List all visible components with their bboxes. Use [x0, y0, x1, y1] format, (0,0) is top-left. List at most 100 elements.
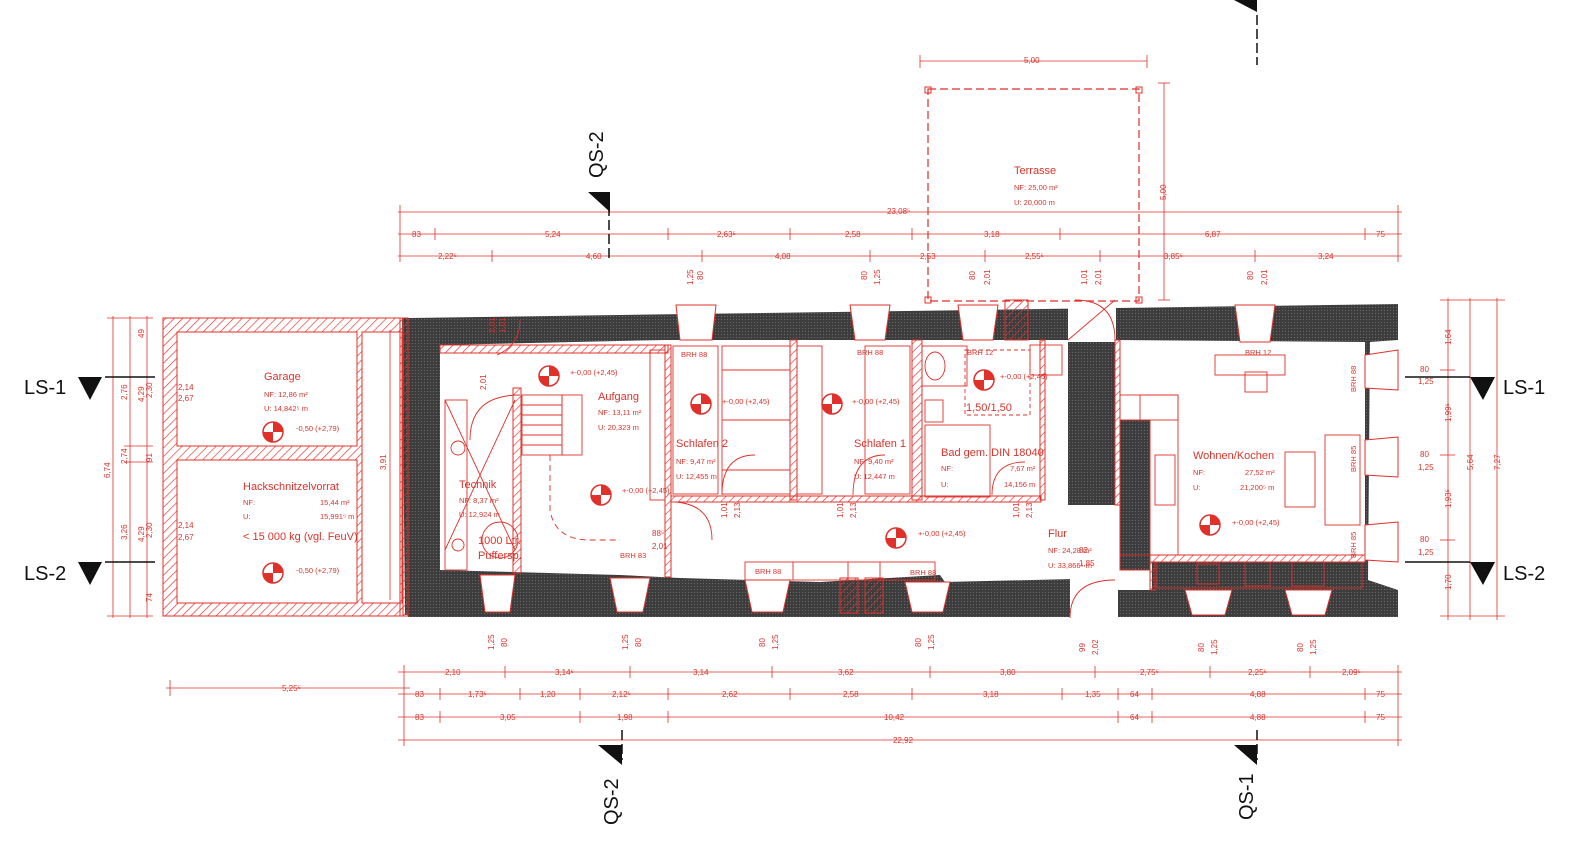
dim-bottom: 2,75⁵ [1140, 668, 1159, 677]
dim-right: 1,64 [1444, 329, 1453, 345]
dim-top: 2,63⁵ [717, 230, 736, 239]
dim-window: 80 [968, 271, 977, 280]
room-bad-nf: 7,67 m² [1010, 464, 1036, 473]
room-wohnen-u-label: U: [1193, 483, 1201, 492]
room-garage-u: U: 14,842⁵ m [264, 404, 308, 413]
dim-misc: 88⁵ [652, 529, 664, 538]
room-technik-tank1: 1000 Ltr. [478, 535, 521, 547]
room-bad-nf-label: NF: [941, 464, 953, 473]
dim-window: 1,25 [1309, 639, 1318, 655]
dim-window: 1,01 [1080, 269, 1089, 285]
dim-bottom: 3,80 [1000, 668, 1016, 677]
interior-partitions [439, 299, 1366, 614]
dim-bottom: 1,98 [617, 713, 633, 722]
dim-bottom: 4,88 [1250, 690, 1266, 699]
dim-window: 80 [634, 638, 643, 647]
dim-window: 1,25 [771, 634, 780, 650]
room-flur-u: U: 33,866⁵ m [1048, 561, 1092, 570]
dim-left-door: 2,67 [178, 394, 194, 403]
dim-right: 5,64 [1466, 454, 1475, 470]
dim-window: 1,25 [1210, 639, 1219, 655]
section-ls1-left: LS-1 [24, 377, 66, 399]
dim-window: 80 [696, 271, 705, 280]
dim-left-door: 2,67 [178, 533, 194, 542]
room-wohnen-nf: 27,52 m² [1245, 468, 1275, 477]
dim-bottom: 64 [1130, 713, 1139, 722]
dim-right: 1,70 [1444, 574, 1453, 590]
room-garage-nf: NF: 12,86 m² [264, 390, 308, 399]
dim-misc: 2,01 [652, 542, 668, 551]
dim-right: 7,27 [1493, 454, 1502, 470]
dim-total-top: 23,08⁵ [887, 207, 910, 216]
dim-left: 4,29 [137, 386, 146, 402]
room-aufgang-level2: +-0,00 (+2,45) [622, 486, 670, 495]
dim-left: 2,30 [145, 522, 154, 538]
room-wohnen-level: +-0,00 (+2,45) [1232, 518, 1280, 527]
room-hack-name: Hackschnitzelvorrat [243, 481, 339, 493]
dim-top: 2,53 [920, 252, 936, 261]
room-schlafen1-nf: NF: 9,40 m² [854, 457, 894, 466]
section-ls1-right: LS-1 [1503, 377, 1545, 399]
dim-window: 80 [860, 271, 869, 280]
dim-window: 80 [1296, 643, 1305, 652]
room-schlafen2-name: Schlafen 2 [676, 438, 728, 450]
brh-label: BRH 12 [967, 348, 993, 357]
dim-window: 80 [758, 638, 767, 647]
dim-window: 1,25 [927, 634, 936, 650]
room-garage-level: -0,50 (+2,79) [296, 424, 340, 433]
room-wohnen-nf-label: NF: [1193, 468, 1205, 477]
dim-top: 2,58 [845, 230, 861, 239]
dim-left: 2,76 [120, 384, 129, 400]
room-aufgang-nf: NF: 13,11 m² [598, 408, 642, 417]
dim-bottom: 2,58 [843, 690, 859, 699]
dim-right: 1,99⁵ [1444, 403, 1453, 422]
dim-window: 80 [500, 638, 509, 647]
dim-right-win: 1,25 [1418, 548, 1434, 557]
terrace [924, 86, 1143, 304]
dim-top: 5,24 [545, 230, 561, 239]
dim-window: 1,25 [621, 634, 630, 650]
dim-misc: 82 [1079, 546, 1088, 555]
dim-bottom: 2,62 [722, 690, 738, 699]
section-ls2-right: LS-2 [1503, 563, 1545, 585]
room-wohnen-name: Wohnen/Kochen [1193, 450, 1274, 462]
dim-misc: 2,13 [1025, 502, 1034, 518]
dim-right-win: 80 [1420, 365, 1429, 374]
room-aufgang-u: U: 20,323 m [598, 423, 639, 432]
room-areas [440, 340, 1365, 590]
room-flur-nf: NF: 24,28 m² [1048, 546, 1092, 555]
dim-top: 2,22⁵ [438, 252, 457, 261]
dim-right-win: 80 [1420, 535, 1429, 544]
dim-window: 2,02 [1091, 639, 1100, 655]
section-qs2-bottom: QS-2 [601, 778, 623, 825]
dim-left: 2,74 [120, 448, 129, 464]
room-terrasse-nf: NF: 25,00 m² [1014, 183, 1058, 192]
dim-bottom: 3,05 [500, 713, 516, 722]
dim-bottom: 2,09⁵ [1342, 668, 1361, 677]
room-schlafen2-u: U: 12,455 m [676, 472, 717, 481]
dim-window: 99 [1078, 643, 1087, 652]
dim-window: 1,25 [686, 269, 695, 285]
dimension-lines [107, 55, 1505, 746]
dim-misc: 2,01 [479, 374, 488, 390]
dim-window: 1,25 [487, 634, 496, 650]
dim-window: 80 [1246, 271, 1255, 280]
dim-garage-width: 5,25⁵ [282, 684, 301, 693]
dim-bottom: 1,73⁵ [468, 690, 487, 699]
furniture [444, 299, 1363, 619]
dim-bottom: 2,12⁵ [612, 690, 631, 699]
brh-label: BRH 85 [1349, 532, 1358, 558]
dim-bottom: 10,42 [884, 713, 905, 722]
section-ls2-left: LS-2 [24, 563, 66, 585]
room-schlafen2-level: +-0,00 (+2,45) [722, 397, 770, 406]
room-terrasse-name: Terrasse [1014, 165, 1056, 177]
dim-right: 1,93⁵ [1444, 489, 1453, 508]
section-qs2-top: QS-2 [586, 131, 608, 178]
brh-label: BRH 12 [1245, 348, 1271, 357]
brh-label: BRH 88 [910, 568, 936, 577]
brh-label: BRH 88 [681, 350, 707, 359]
dim-left-inner: 3,91 [379, 454, 388, 470]
dim-bottom: 75 [1376, 713, 1385, 722]
room-wohnen-u: 21,200⁵ m [1240, 483, 1274, 492]
